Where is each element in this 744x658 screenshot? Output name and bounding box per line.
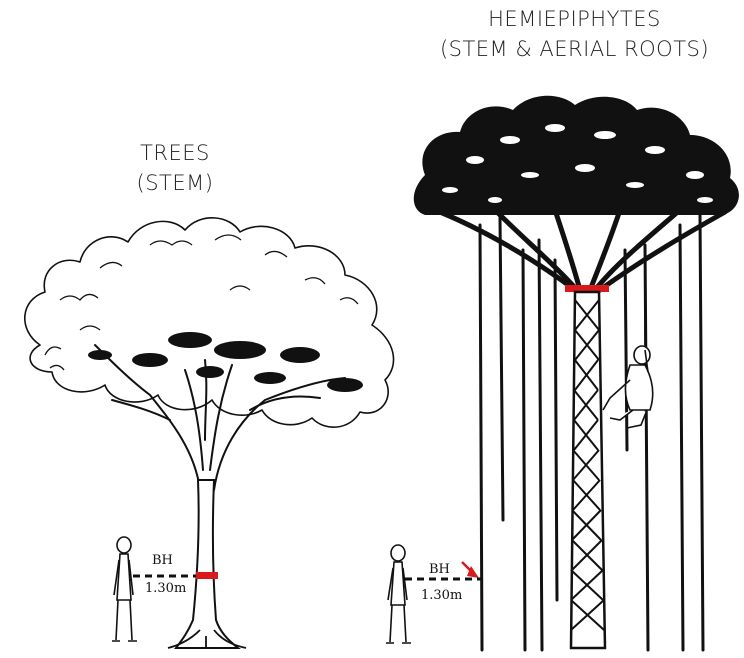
trees-panel: TREES (STEM) [0, 0, 405, 658]
hemiepiphyte-trunk [571, 292, 605, 648]
tree-illustration [0, 0, 405, 658]
bh-arrow-icon [462, 562, 479, 578]
tree-bh-mark [196, 572, 218, 579]
tree-bh-label: BH [152, 553, 173, 568]
tree-trunk [176, 480, 238, 648]
hemiepiphyte-bh-label: BH [429, 562, 450, 577]
climber-figure [603, 250, 653, 428]
tree-height-label: 1.30m [145, 581, 186, 596]
tree-canopy [25, 218, 394, 427]
tree-person-figure [112, 537, 137, 641]
hemiepiphyte-height-label: 1.30m [421, 588, 462, 603]
hemiepiphytes-panel: HEMIEPIPHYTES (STEM & AERIAL ROOTS) [405, 0, 744, 658]
hemiepiphyte-illustration [405, 0, 744, 658]
hemiepiphyte-canopy [414, 96, 739, 215]
